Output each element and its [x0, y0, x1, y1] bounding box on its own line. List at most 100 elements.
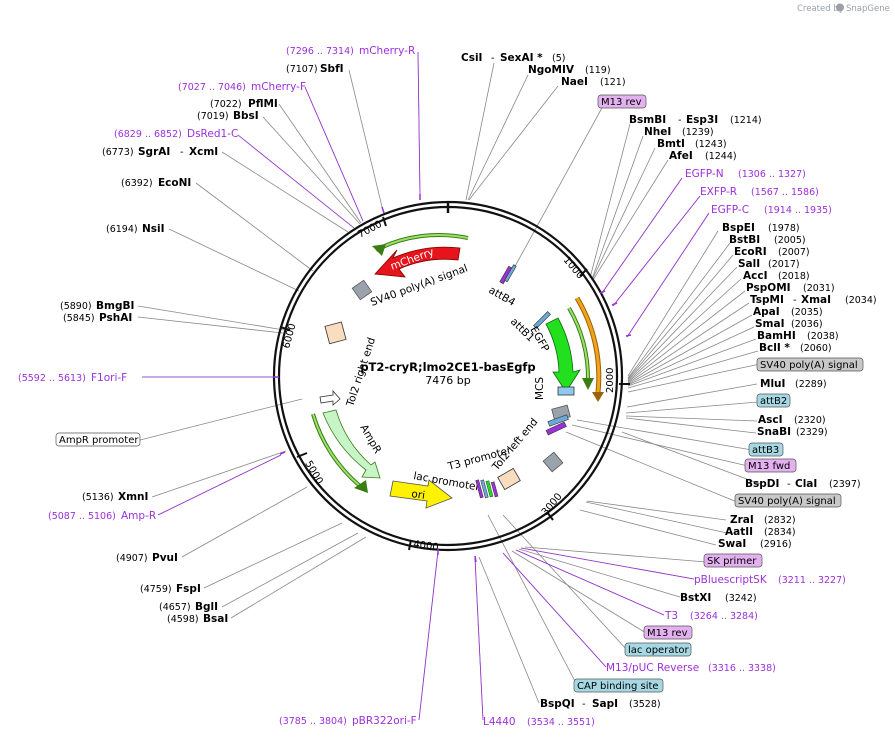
- primer-mcherry-r[interactable]: mCherry-R: [359, 45, 415, 57]
- site-acci[interactable]: AccI: [743, 270, 767, 282]
- site-smai[interactable]: SmaI: [755, 318, 785, 330]
- sv40-polya-lower-box[interactable]: [542, 451, 564, 473]
- mcs-feature[interactable]: [557, 386, 575, 396]
- site-pflmi[interactable]: PflMI: [248, 98, 278, 110]
- primer-t3[interactable]: T3: [664, 610, 678, 622]
- attb2-label-box[interactable]: [756, 393, 791, 408]
- m13-rev-top-box[interactable]: [597, 94, 647, 109]
- site-bsai[interactable]: BsaI: [203, 613, 228, 625]
- primer-mcherry-f[interactable]: mCherry-F: [251, 81, 306, 93]
- sk-primer-box[interactable]: [703, 553, 763, 568]
- site-nsii[interactable]: NsiI: [142, 223, 165, 235]
- m13-fwd-box[interactable]: [744, 458, 797, 473]
- sv40-polya-2-box[interactable]: [734, 493, 842, 508]
- cap-site-box[interactable]: [573, 678, 664, 693]
- tol2-left-end-feature[interactable]: [497, 467, 521, 491]
- site-pvui[interactable]: PvuI: [152, 552, 178, 564]
- site-clai[interactable]: ClaI: [795, 478, 817, 490]
- site-xcmi[interactable]: XcmI: [189, 146, 218, 158]
- site-zrai[interactable]: ZraI: [730, 514, 754, 526]
- m13-rev-bottom-box[interactable]: [643, 625, 693, 640]
- site-xmni[interactable]: XmnI: [118, 491, 148, 503]
- site-bmti[interactable]: BmtI: [657, 138, 685, 150]
- site-pspomi[interactable]: PspOMI: [746, 282, 791, 294]
- site-sep-tspmi: -: [793, 295, 797, 306]
- tol2-right-end-feature[interactable]: [324, 321, 347, 345]
- site-snabi[interactable]: SnaBI: [757, 426, 791, 438]
- primer-exfp-r[interactable]: EXFP-R: [700, 186, 737, 198]
- site-tspmi[interactable]: TspMI: [750, 294, 784, 306]
- mcherry-feature[interactable]: [374, 246, 461, 278]
- attb3-box[interactable]: [545, 421, 567, 436]
- lac-operator-feature[interactable]: [480, 479, 489, 499]
- site-aatii[interactable]: AatII: [725, 526, 753, 538]
- site-naei-pos: (121): [600, 77, 626, 88]
- site-sep-bspdi: -: [787, 479, 791, 490]
- attb1-feature[interactable]: [533, 311, 551, 329]
- site-bcli[interactable]: BclI *: [759, 342, 790, 354]
- m13-rev-feature[interactable]: [490, 481, 499, 498]
- site-fspi[interactable]: FspI: [176, 583, 201, 595]
- ampr-promoter-feature[interactable]: [319, 389, 341, 406]
- site-bspdi[interactable]: BspDI: [745, 478, 779, 490]
- site-esp3i[interactable]: Esp3I: [686, 114, 718, 126]
- site-afei[interactable]: AfeI: [669, 150, 693, 162]
- site-bamhi[interactable]: BamHI: [757, 330, 796, 342]
- site-sali[interactable]: SalI: [738, 258, 760, 270]
- primer-f1ori-f[interactable]: F1ori-F: [91, 372, 127, 384]
- site-smai-pos: (2036): [791, 319, 823, 330]
- site-xmai[interactable]: XmaI: [801, 294, 831, 306]
- lac-operator-box[interactable]: [624, 642, 692, 657]
- site-asci[interactable]: AscI: [758, 414, 783, 426]
- sv40-polya-top-box[interactable]: [351, 279, 373, 301]
- site-ngomiv[interactable]: NgoMIV: [528, 64, 575, 76]
- t3-promoter-feature[interactable]: [475, 479, 484, 499]
- site-bmgbi[interactable]: BmgBI: [96, 300, 134, 312]
- site-apai[interactable]: ApaI: [753, 306, 780, 318]
- plasmid-size: 7476 bp: [425, 374, 470, 387]
- primer-m13puc-reverse[interactable]: M13/pUC Reverse: [606, 662, 699, 674]
- site-csii[interactable]: CsiI: [461, 52, 482, 64]
- site-bspei-pos: (1978): [768, 223, 800, 234]
- site-pshai[interactable]: PshAI: [99, 312, 132, 324]
- site-naei[interactable]: NaeI: [561, 76, 588, 88]
- sv40-polya-1-box[interactable]: [756, 357, 864, 372]
- primer-pbluescriptsk[interactable]: pBluescriptSK: [694, 574, 768, 586]
- site-swai-pos: (2916): [760, 539, 792, 550]
- ori-feature[interactable]: [389, 479, 453, 509]
- primer-l4440-pos: (3534 .. 3551): [527, 717, 595, 728]
- primer-dsred1-c[interactable]: DsRed1-C: [187, 128, 238, 140]
- primer-egfp-c[interactable]: EGFP-C: [711, 204, 749, 216]
- site-bspdi-pos: (2397): [829, 479, 861, 490]
- ampr-promoter-box[interactable]: [55, 432, 141, 447]
- lac-promoter-feature[interactable]: [485, 480, 494, 498]
- site-nhei[interactable]: NheI: [644, 126, 671, 138]
- site-bstbi[interactable]: BstBI: [729, 234, 760, 246]
- egfp-feature[interactable]: [545, 317, 581, 393]
- site-bgli[interactable]: BglI: [195, 601, 218, 613]
- site-sexai[interactable]: SexAI *: [500, 52, 543, 64]
- site-sapi[interactable]: SapI: [592, 698, 618, 710]
- site-sgrai[interactable]: SgrAI: [138, 146, 170, 158]
- mcherry-cds-arrowhead: [372, 244, 386, 256]
- site-bspei[interactable]: BspEI: [722, 222, 755, 234]
- site-bstxi[interactable]: BstXI: [680, 592, 711, 604]
- attb3-label-box[interactable]: [748, 442, 784, 457]
- site-bspqi[interactable]: BspQI: [540, 698, 575, 710]
- site-bbsi[interactable]: BbsI: [233, 110, 259, 122]
- primer-amp-r[interactable]: Amp-R: [121, 510, 156, 522]
- site-bsmbi[interactable]: BsmBI: [629, 114, 666, 126]
- attb2-box[interactable]: [547, 414, 569, 427]
- site-swai[interactable]: SwaI: [718, 538, 746, 550]
- site-mlui[interactable]: MluI: [760, 378, 785, 390]
- site-ecori[interactable]: EcoRI: [734, 246, 767, 258]
- primer-mcherry-r-pos: (7296 .. 7314): [286, 46, 354, 57]
- primer-egfp-n[interactable]: EGFP-N: [685, 168, 724, 180]
- site-pflmi-pos: (7022): [210, 99, 242, 110]
- primer-pbr322ori-f[interactable]: pBR322ori-F: [352, 715, 417, 727]
- site-sbfi[interactable]: SbfI: [320, 63, 344, 75]
- ampr-feature[interactable]: [322, 409, 381, 479]
- primer-l4440[interactable]: L4440: [483, 716, 516, 728]
- site-ecori-pos: (2007): [778, 247, 810, 258]
- site-econi[interactable]: EcoNI: [158, 177, 191, 189]
